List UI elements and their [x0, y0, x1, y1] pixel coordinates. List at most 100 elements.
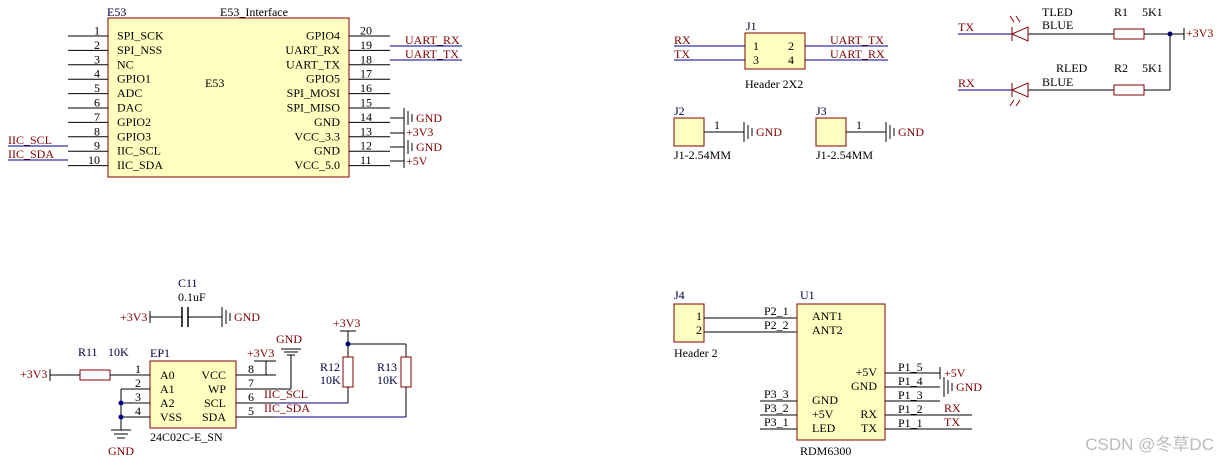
u1-ant2: ANT2 [812, 323, 843, 337]
e53-left-pin-name: GPIO3 [117, 129, 151, 143]
e53-center-label: E53 [205, 76, 224, 90]
ep1-v33-top: +3V3 [247, 346, 274, 360]
e53-net-scl: IIC_SCL [8, 133, 52, 147]
j1-net-uart-rx: UART_RX [830, 47, 885, 61]
ep1-v33-left: +3V3 [20, 367, 47, 381]
j2-name: J1-2.54MM [674, 148, 731, 162]
u1-body [796, 303, 886, 441]
u1-net-p32: P3_2 [764, 401, 789, 415]
ep1-left-pin-num: 2 [135, 376, 141, 390]
e53-right-pin-name: UART_RX [285, 43, 340, 57]
u1-name: RDM6300 [800, 444, 851, 458]
u1-ref: U1 [800, 288, 815, 302]
r11-ref: R11 [78, 345, 98, 359]
e53-left-pin-num: 6 [94, 96, 100, 110]
e53-right-pin-name: UART_TX [286, 57, 340, 71]
e53-right-pin-num: 14 [360, 110, 372, 124]
j4-ref: J4 [674, 288, 685, 302]
j2-gnd-label: GND [756, 125, 782, 139]
u1-pgnd: GND [851, 379, 877, 393]
e53-right-pin-name: GND [314, 144, 340, 158]
tled-ref: TLED [1042, 5, 1073, 19]
gnd-icon [281, 348, 301, 356]
e53-right-pin-num: 12 [360, 139, 372, 153]
e53-right-pin-num: 11 [360, 153, 372, 167]
e53-left-pin-num: 8 [94, 124, 100, 138]
r13-ref: R13 [377, 360, 397, 374]
gnd-icon [743, 122, 753, 142]
j2-pin: 1 [714, 118, 720, 132]
ep1-right-pin-name: SDA [202, 410, 226, 424]
j1-body [744, 32, 806, 70]
gnd-icon [943, 377, 953, 397]
u1-ant1: ANT1 [812, 309, 843, 323]
j4-body [673, 303, 705, 343]
u1-rtx: TX [861, 421, 877, 435]
u1-rdm6300-part: U1 RDM6300 ANT1 ANT2 +5V GND GND +5V LED… [760, 288, 982, 458]
c11-gnd: GND [234, 310, 260, 324]
e53-title: E53_Interface [220, 5, 288, 19]
j4-net-1: P2_1 [764, 304, 789, 318]
e53-left-pin-num: 1 [94, 24, 100, 38]
e53-right-pin-num: 18 [360, 52, 372, 66]
r2-body [1113, 84, 1145, 96]
u1-net-p33: P3_3 [764, 387, 789, 401]
e53-left-pin-name: IIC_SDA [117, 158, 163, 172]
watermark: CSDN @冬草DC [1085, 435, 1214, 454]
r1-body [1113, 28, 1145, 40]
j1-pin-2: 2 [788, 39, 794, 53]
u1-net-p15: P1_5 [898, 360, 923, 374]
junction-dot [118, 414, 124, 420]
e53-left-pin-num: 9 [94, 139, 100, 153]
u1-gnd-label: GND [956, 380, 982, 394]
u1-tx-net: TX [944, 415, 960, 429]
led-section: TX TLED BLUE R1 5K1 +3V3 RX RLED BLUE [958, 5, 1213, 107]
e53-left-pin-num: 7 [94, 110, 100, 124]
j1-pin-1: 1 [753, 39, 759, 53]
u1-l5v: +5V [812, 407, 834, 421]
u1-v5-label: +5V [944, 366, 966, 380]
j4-pin-2: 2 [696, 323, 702, 337]
u1-p5v: +5V [856, 365, 878, 379]
j1-pin-4: 4 [788, 53, 794, 67]
r11-body [79, 369, 111, 381]
gnd-icon [403, 137, 413, 157]
e53-gnd1-label: GND [416, 111, 442, 125]
ep1-right-pin-num: 7 [248, 376, 254, 390]
e53-left-pin-num: 3 [94, 52, 100, 66]
e53-right-pin-num: 13 [360, 124, 372, 138]
c11-val: 0.1uF [178, 290, 206, 304]
j4-name: Header 2 [674, 346, 718, 360]
rled-ref: RLED [1056, 61, 1088, 75]
e53-net-uart-tx: UART_TX [405, 47, 459, 61]
e53-right-pin-num: 15 [360, 96, 372, 110]
e53-body [107, 17, 350, 178]
ep1-left-pin-name: A2 [160, 396, 175, 410]
j1-net-rx: RX [674, 33, 691, 47]
ep1-gnd-top: GND [276, 332, 302, 346]
e53-net-sda: IIC_SDA [8, 147, 54, 161]
j1-ref: J1 [746, 19, 757, 33]
ep1-left-pin-name: A1 [160, 382, 175, 396]
r12-val: 10K [320, 373, 341, 387]
ep1-v33-pullup: +3V3 [333, 316, 360, 330]
c11-ref: C11 [178, 276, 198, 290]
ep1-right-pin-name: WP [208, 382, 226, 396]
j3-body [815, 117, 847, 147]
led-icon [1009, 82, 1029, 107]
e53-right-pin-name: VCC_3.3 [294, 129, 340, 143]
led-tx-net: TX [958, 20, 974, 34]
e53-left-pin-num: 10 [88, 153, 100, 167]
e53-right-pin-num: 20 [360, 24, 372, 38]
gnd-icon [111, 429, 131, 439]
r12-ref: R12 [320, 360, 340, 374]
ep1-left-pin-name: VSS [160, 410, 182, 424]
e53-v5-label: +5V [406, 154, 428, 168]
r2-ref: R2 [1114, 61, 1128, 75]
u1-net-p11: P1_1 [898, 416, 923, 430]
ep1-right-pin-name: SCL [204, 396, 226, 410]
gnd-icon [885, 122, 895, 142]
